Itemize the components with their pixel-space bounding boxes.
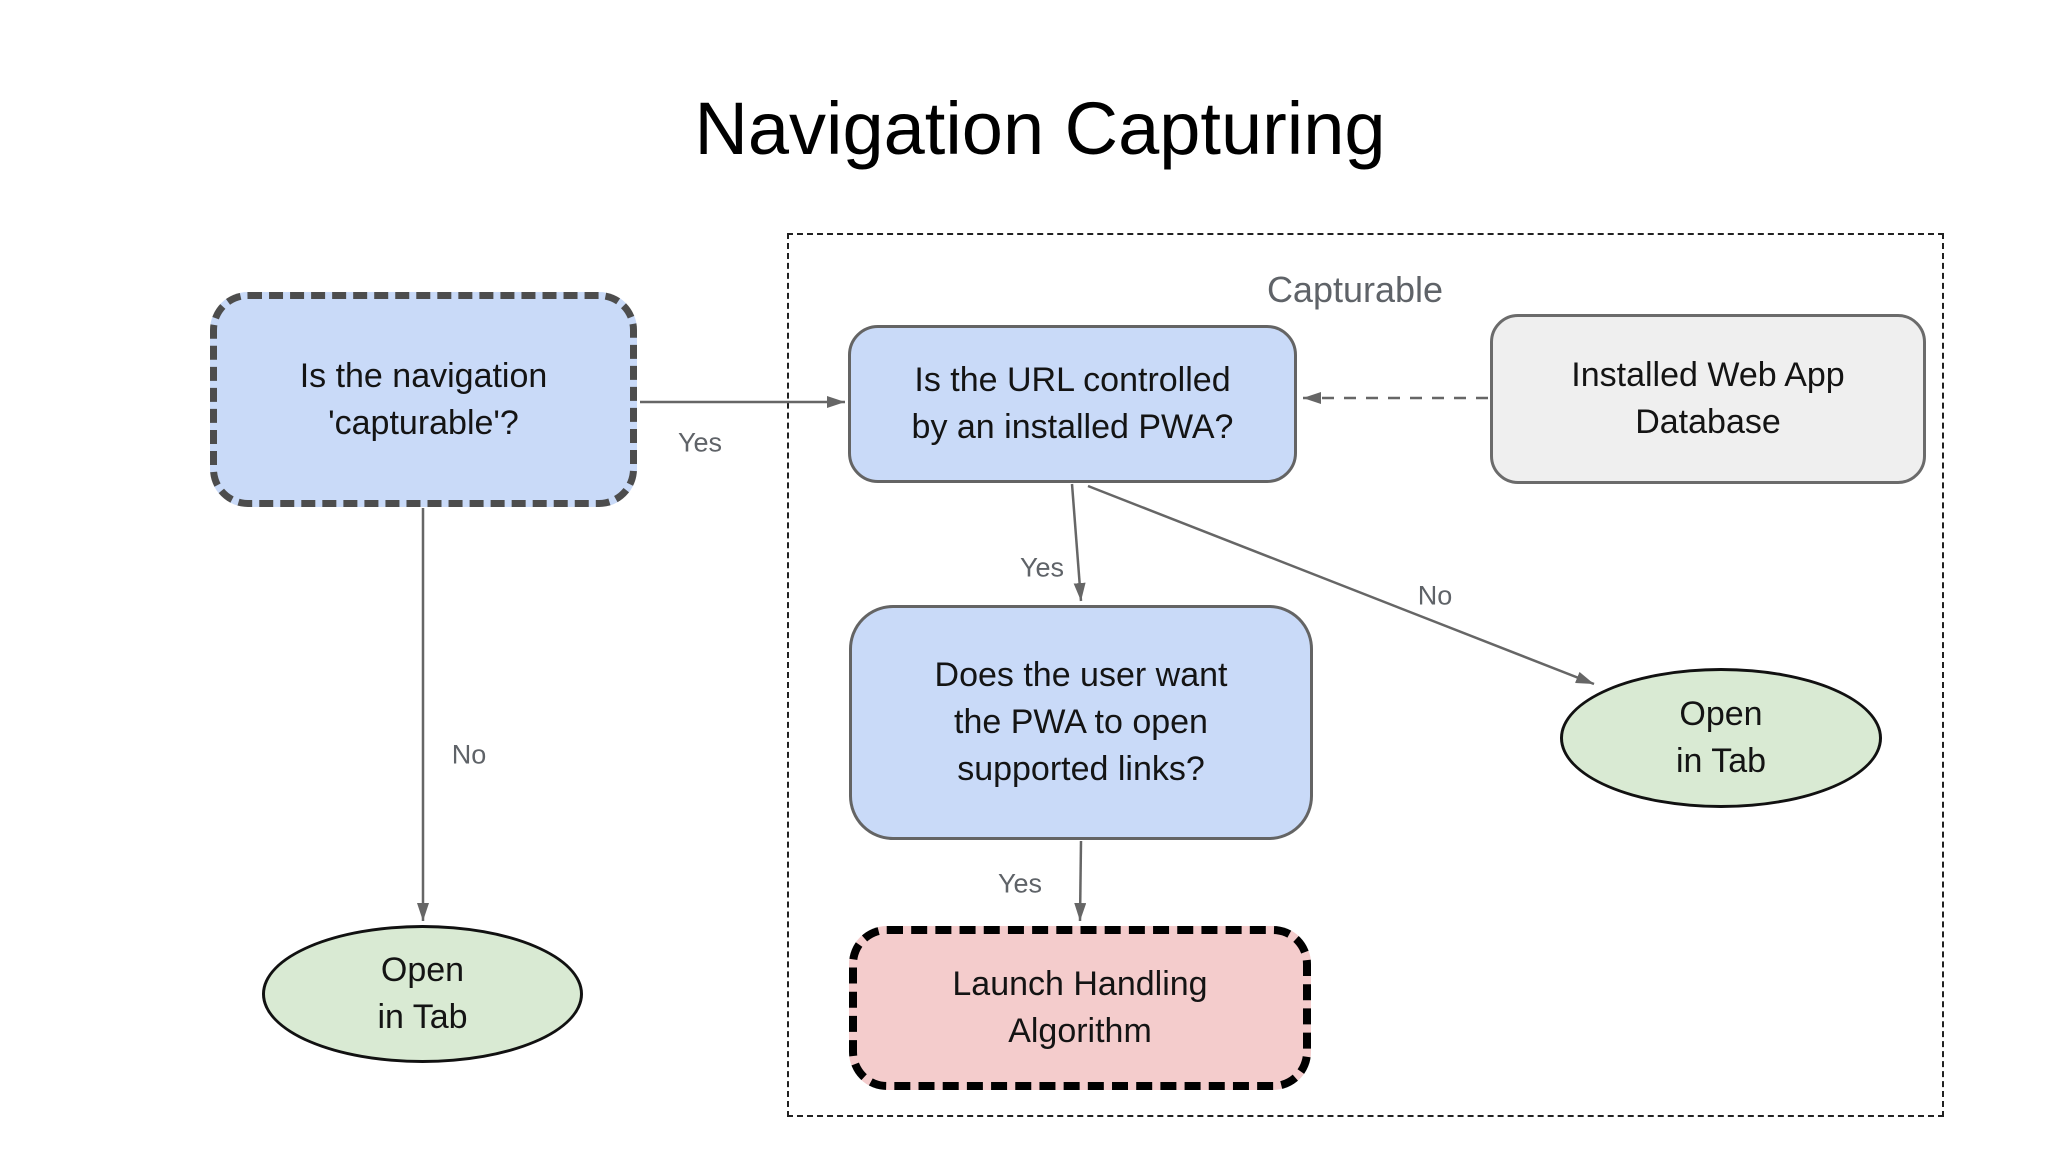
edge-label-yes-controlled: Yes <box>1019 552 1065 583</box>
node-is-navigation-capturable: Is the navigation 'capturable'? <box>210 292 637 507</box>
capturable-group-label: Capturable <box>1266 269 1444 310</box>
edge-controlled-no <box>1087 484 1595 686</box>
capturable-group-box <box>787 233 1944 1117</box>
node-open-in-tab-right: Open in Tab <box>1560 668 1882 808</box>
edge-label-no-capturable: No <box>451 739 487 770</box>
edge-label-yes-supported: Yes <box>997 868 1043 899</box>
node-installed-web-app-database: Installed Web App Database <box>1490 314 1926 484</box>
node-user-wants-supported-links: Does the user want the PWA to open suppo… <box>849 605 1313 840</box>
diagram-title: Navigation Capturing <box>694 87 1386 170</box>
node-open-in-tab-left: Open in Tab <box>262 925 583 1063</box>
edge-supported-yes <box>1074 840 1087 922</box>
edge-label-yes-capturable: Yes <box>677 427 723 458</box>
edge-controlled-yes <box>1070 483 1086 602</box>
node-is-url-controlled-by-pwa: Is the URL controlled by an installed PW… <box>848 325 1297 483</box>
edge-label-no-controlled: No <box>1417 580 1453 611</box>
node-launch-handling-algorithm: Launch Handling Algorithm <box>849 926 1311 1090</box>
